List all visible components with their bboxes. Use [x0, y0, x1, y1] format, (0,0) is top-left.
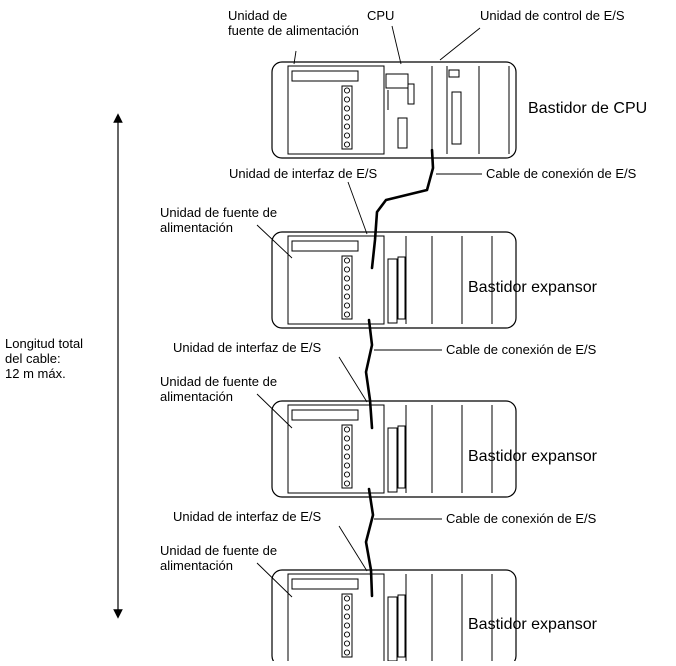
io-interface-connector [387, 596, 398, 662]
power-unit-label-1: Unidad de fuente de alimentación [160, 205, 278, 235]
cpu-label: CPU [367, 8, 395, 23]
terminal-screw [343, 275, 351, 282]
leader-cpu [391, 25, 402, 65]
leader-power-unit [293, 50, 297, 65]
leader-interface-2 [338, 356, 368, 403]
power-supply-display [291, 70, 359, 82]
leader-power-unit-3 [256, 562, 293, 598]
terminal-screw [343, 595, 351, 602]
io-interface-detail [397, 594, 406, 658]
terminal-screw [343, 141, 351, 148]
cable-label-3: Cable de conexión de E/S [446, 511, 597, 526]
io-interface-connector [387, 258, 398, 324]
terminal-screw [343, 132, 351, 139]
io-control-indicator [448, 69, 460, 78]
terminal-screw [343, 622, 351, 629]
terminal-block [341, 85, 353, 150]
terminal-screw [343, 480, 351, 487]
cpu-rack [271, 61, 517, 159]
io-control-unit-label: Unidad de control de E/S [480, 8, 625, 23]
interface-unit-label-3: Unidad de interfaz de E/S [173, 509, 322, 524]
terminal-screw [343, 266, 351, 273]
terminal-screw [343, 105, 351, 112]
terminal-screw [343, 257, 351, 264]
power-supply-unit [287, 235, 385, 325]
io-control-connector [451, 91, 462, 145]
expansion-rack-2 [271, 400, 517, 498]
terminal-screw [343, 114, 351, 121]
terminal-block [341, 424, 353, 489]
terminal-screw [343, 444, 351, 451]
power-supply-unit [287, 573, 385, 663]
leader-power-unit-2 [256, 393, 293, 429]
terminal-screw [343, 631, 351, 638]
io-cable-1 [370, 148, 435, 270]
rack-frame [271, 231, 517, 329]
terminal-screw [343, 471, 351, 478]
io-interface-connector [387, 427, 398, 493]
cpu-rack-label: Bastidor de CPU [528, 100, 648, 117]
terminal-screw [343, 462, 351, 469]
cpu-port [407, 83, 415, 105]
io-interface-detail [397, 256, 406, 320]
terminal-screw [343, 640, 351, 647]
cable-label-2: Cable de conexión de E/S [446, 342, 597, 357]
terminal-screw [343, 453, 351, 460]
io-cable-2 [364, 318, 374, 430]
terminal-screw [343, 426, 351, 433]
rack-frame [271, 61, 517, 159]
expansion-rack-label-2: Bastidor expansor [468, 448, 597, 465]
leader-interface-1 [347, 181, 368, 235]
rack-frame [271, 400, 517, 498]
terminal-screw [343, 284, 351, 291]
terminal-block [341, 255, 353, 320]
terminal-screw [343, 302, 351, 309]
leader-interface-3 [338, 525, 368, 572]
expansion-rack-1 [271, 231, 517, 329]
power-supply-unit [287, 65, 385, 155]
cpu-memory-slot [397, 117, 408, 149]
terminal-block [341, 593, 353, 658]
power-supply-display [291, 240, 359, 252]
expansion-rack-label-1: Bastidor expansor [468, 279, 597, 296]
terminal-screw [343, 604, 351, 611]
expansion-rack-label-3: Bastidor expansor [468, 616, 597, 633]
power-supply-unit [287, 404, 385, 494]
cpu-rack-power-unit-label: Unidad de fuente de alimentación [228, 8, 359, 38]
power-supply-display [291, 578, 359, 590]
cpu-top-panel [385, 73, 409, 89]
power-unit-label-3: Unidad de fuente de alimentación [160, 543, 278, 573]
terminal-screw [343, 96, 351, 103]
power-unit-label-2: Unidad de fuente de alimentación [160, 374, 278, 404]
terminal-screw [343, 123, 351, 130]
leader-io-control [439, 27, 481, 61]
io-interface-detail [397, 425, 406, 489]
terminal-screw [343, 87, 351, 94]
terminal-screw [343, 613, 351, 620]
terminal-screw [343, 649, 351, 656]
terminal-screw [343, 435, 351, 442]
expansion-rack-3 [271, 569, 517, 666]
cable-label-1: Cable de conexión de E/S [486, 166, 637, 181]
leader-power-unit-1 [256, 224, 293, 259]
total-length-label: Longitud total del cable: 12 m máx. [5, 336, 84, 381]
terminal-screw [343, 293, 351, 300]
power-supply-display [291, 409, 359, 421]
rack-frame [271, 569, 517, 666]
interface-unit-label-2: Unidad de interfaz de E/S [173, 340, 322, 355]
interface-unit-label-1: Unidad de interfaz de E/S [229, 166, 378, 181]
terminal-screw [343, 311, 351, 318]
io-cable-3 [364, 487, 375, 598]
